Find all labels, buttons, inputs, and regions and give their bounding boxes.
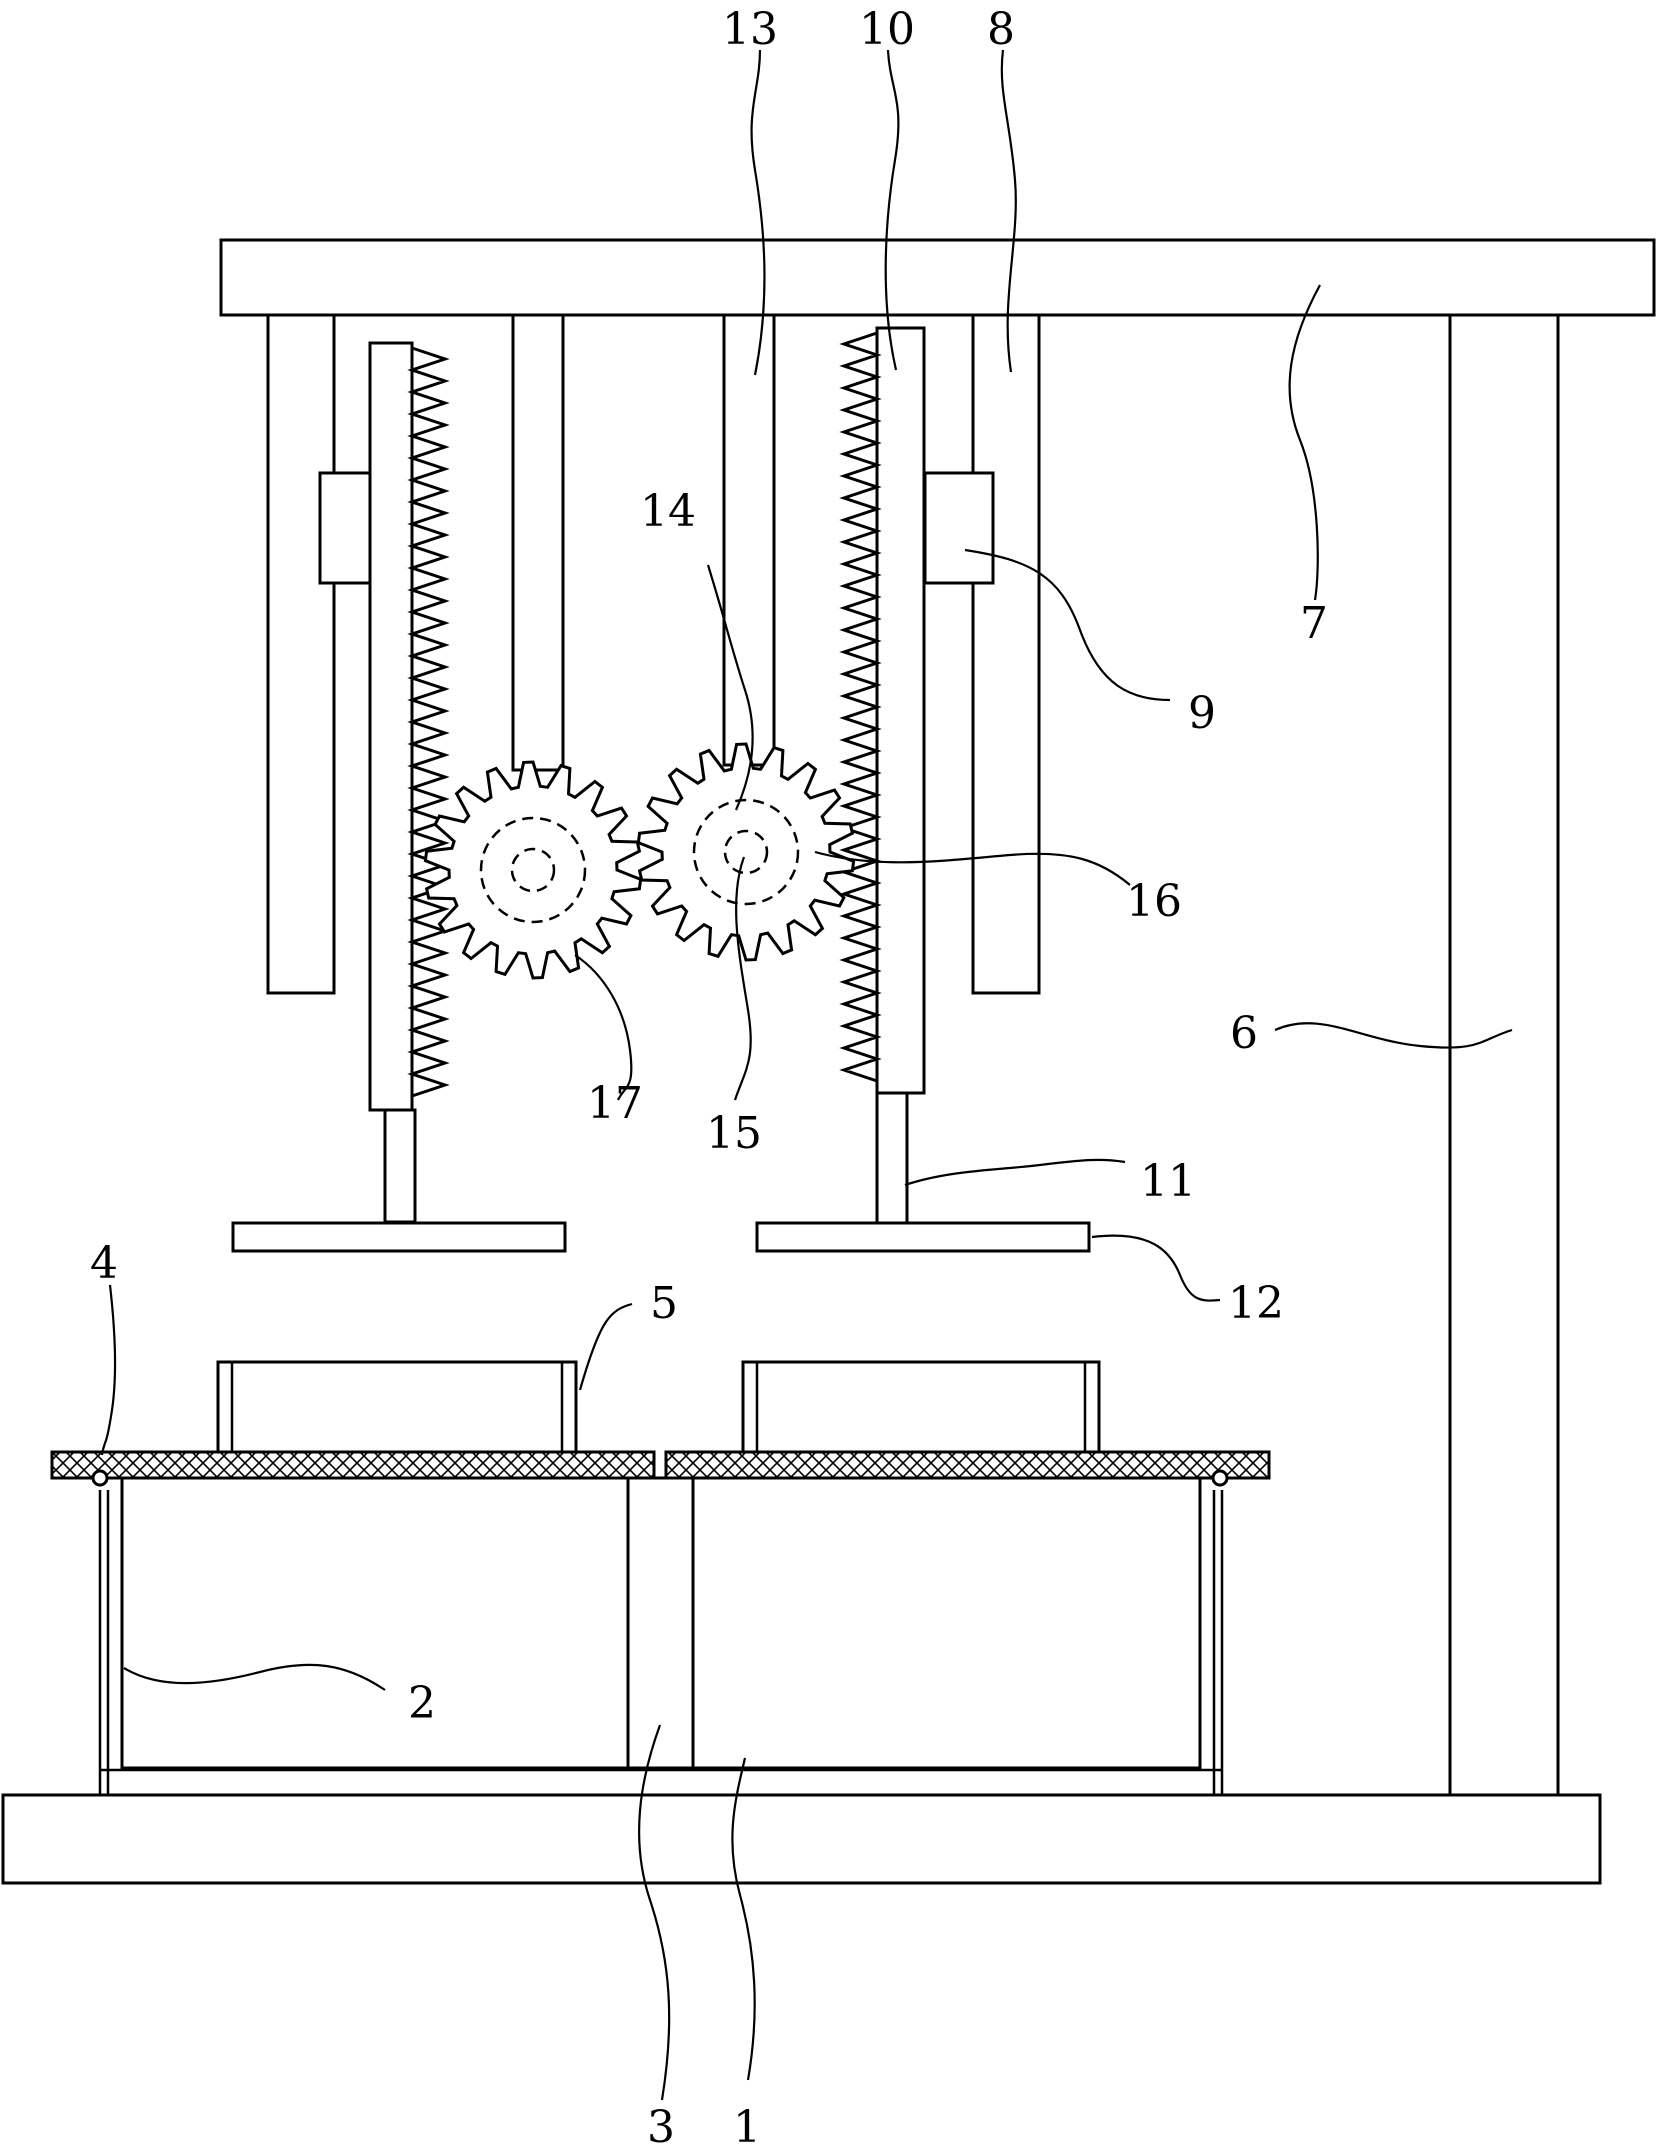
inner-rod-left — [511, 313, 565, 772]
material-block-left — [216, 1360, 578, 1454]
leader-16 — [814, 850, 1131, 886]
leader-5 — [578, 1302, 633, 1391]
guide-rail-left — [266, 313, 336, 995]
leader-15 — [733, 856, 752, 1101]
vertical-column — [1448, 313, 1560, 1797]
label-15: 15 — [706, 1108, 762, 1159]
label-3: 3 — [647, 2102, 675, 2148]
leader-9 — [964, 548, 1171, 702]
gear-right-hub-dashed — [692, 798, 800, 906]
label-8: 8 — [987, 4, 1015, 55]
label-14: 14 — [640, 486, 696, 537]
gear-left — [423, 760, 643, 980]
label-10: 10 — [859, 4, 915, 55]
press-plate-right — [755, 1221, 1091, 1253]
gear-right — [636, 742, 856, 962]
leader-3 — [638, 1724, 671, 2101]
top-beam — [219, 238, 1656, 317]
leader-13 — [750, 49, 766, 376]
rack-teeth-left — [407, 346, 450, 1098]
leader-17 — [574, 954, 633, 1101]
storage-box-right — [691, 1476, 1202, 1770]
leader-4 — [100, 1284, 117, 1456]
label-13: 13 — [722, 4, 778, 55]
central-post — [625, 1476, 695, 1770]
label-5: 5 — [650, 1278, 678, 1329]
base-plate — [1, 1793, 1602, 1885]
rack-right — [875, 326, 926, 1095]
leader-6 — [1274, 1022, 1513, 1049]
press-plate-left — [231, 1221, 567, 1253]
material-block-right — [741, 1360, 1101, 1454]
leader-2 — [123, 1663, 386, 1691]
label-17: 17 — [587, 1078, 643, 1129]
leader-12 — [1091, 1234, 1221, 1302]
inner-rod-right — [722, 313, 776, 767]
label-7: 7 — [1300, 598, 1328, 649]
leader-8 — [1000, 49, 1017, 373]
storage-box-left — [120, 1476, 630, 1770]
leader-14 — [706, 564, 754, 811]
label-9: 9 — [1188, 688, 1216, 739]
rack-left — [368, 341, 414, 1112]
hinge-pin-right — [1211, 1469, 1229, 1487]
gear-right-shaft-dashed — [723, 829, 769, 875]
label-1: 1 — [733, 2102, 761, 2148]
piston-rod-left — [383, 1108, 417, 1224]
label-16: 16 — [1126, 876, 1182, 927]
leader-10 — [884, 49, 900, 371]
label-6: 6 — [1230, 1008, 1258, 1059]
lid-right — [664, 1450, 1271, 1480]
hinge-pin-left — [91, 1469, 109, 1487]
label-2: 2 — [408, 1678, 436, 1729]
slider-right — [923, 471, 995, 585]
label-11: 11 — [1140, 1156, 1196, 1207]
leader-11 — [904, 1158, 1126, 1187]
gear-left-hub-dashed — [479, 816, 587, 924]
slider-left — [318, 471, 372, 585]
lid-left — [50, 1450, 656, 1480]
piston-rod-right — [875, 1091, 909, 1225]
label-12: 12 — [1228, 1278, 1284, 1329]
gear-left-shaft-dashed — [510, 847, 556, 893]
leader-1 — [731, 1757, 756, 2081]
leader-7 — [1288, 284, 1321, 601]
guide-rail-right — [971, 313, 1041, 995]
rack-teeth-right — [839, 331, 882, 1083]
label-4: 4 — [90, 1238, 118, 1289]
